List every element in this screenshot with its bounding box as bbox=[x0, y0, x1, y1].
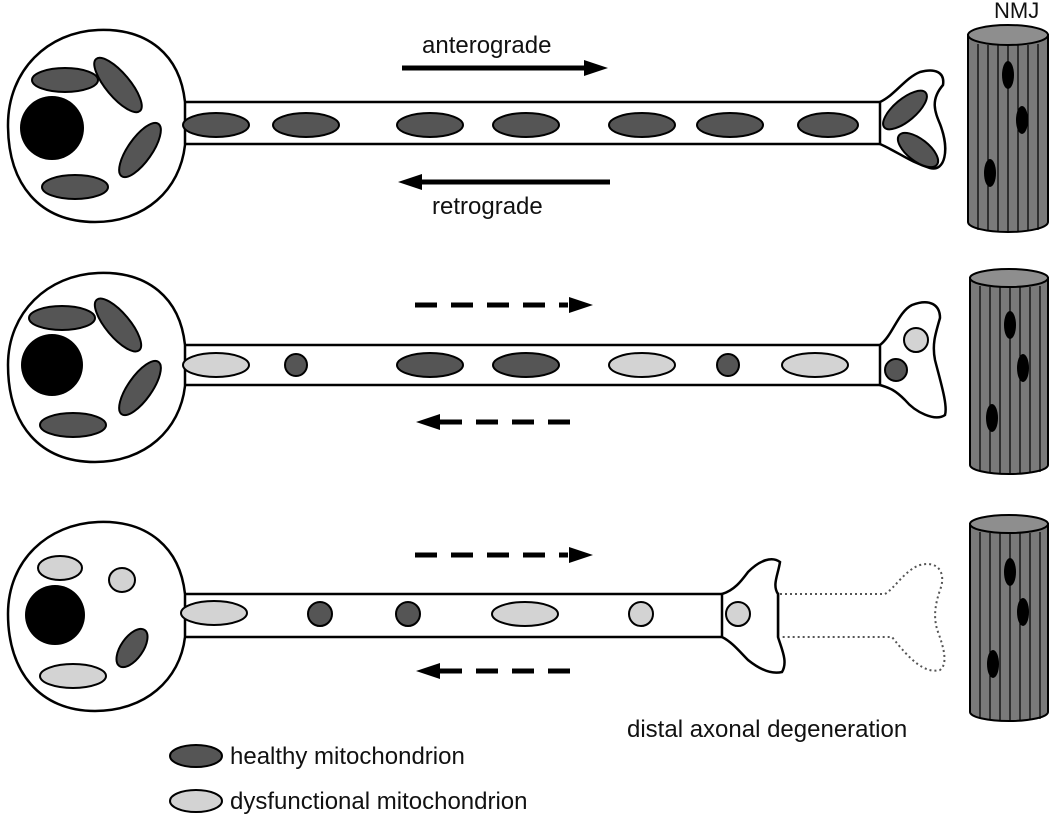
legend: healthy mitochondrion dysfunctional mito… bbox=[169, 743, 528, 815]
anterograde-arrow-dashed bbox=[415, 547, 593, 563]
dysfunctional-mitochondrion bbox=[108, 567, 136, 593]
neuron-row-healthy bbox=[6, 28, 947, 224]
healthy-mitochondrion bbox=[797, 112, 859, 138]
legend-healthy-label: healthy mitochondrion bbox=[230, 743, 465, 770]
healthy-mitochondrion bbox=[118, 359, 162, 417]
muscle-fiber bbox=[969, 268, 1049, 475]
neuron-row-impaired bbox=[6, 271, 947, 464]
healthy-mitochondrion bbox=[396, 352, 464, 378]
muscle-nucleus bbox=[986, 404, 998, 432]
healthy-mitochondrion bbox=[307, 601, 333, 627]
muscle-nucleus bbox=[1004, 311, 1016, 339]
axon-terminal bbox=[720, 558, 786, 674]
muscle-fiber bbox=[969, 514, 1049, 722]
healthy-mitochondrion bbox=[41, 174, 109, 200]
healthy-mitochondrion bbox=[28, 305, 96, 331]
muscle-nucleus bbox=[1002, 61, 1014, 89]
retrograde-label: retrograde bbox=[432, 193, 543, 220]
dysfunctional-mitochondrion bbox=[628, 601, 654, 627]
healthy-mitochondrion bbox=[93, 297, 143, 353]
healthy-mitochondrion bbox=[39, 412, 107, 438]
muscle-nucleus bbox=[1017, 598, 1029, 626]
nucleus bbox=[25, 585, 85, 645]
retrograde-arrow-dashed bbox=[416, 663, 578, 679]
dysfunctional-mitochondrion bbox=[608, 352, 676, 378]
healthy-mitochondrion bbox=[396, 112, 464, 138]
muscle-nucleus bbox=[987, 650, 999, 678]
healthy-mitochondrion bbox=[492, 352, 560, 378]
anterograde-arrow bbox=[402, 60, 608, 76]
anterograde-arrow-dashed bbox=[415, 297, 593, 313]
neuron-row-degenerating bbox=[6, 520, 946, 713]
healthy-mitochondrion bbox=[93, 56, 143, 114]
healthy-mitochondrion bbox=[31, 67, 99, 93]
healthy-mitochondrion bbox=[182, 112, 250, 138]
retrograde-arrow bbox=[398, 174, 610, 190]
muscle-nucleus bbox=[1017, 354, 1029, 382]
nucleus bbox=[21, 334, 83, 396]
anterograde-label: anterograde bbox=[422, 32, 551, 59]
axon-terminal bbox=[878, 301, 947, 419]
healthy-mitochondrion bbox=[896, 131, 940, 169]
healthy-mitochondrion bbox=[492, 112, 560, 138]
distal-degeneration-label: distal axonal degeneration bbox=[627, 716, 907, 743]
nucleus bbox=[20, 96, 84, 160]
healthy-mitochondrion bbox=[118, 121, 162, 179]
healthy-mitochondrion bbox=[284, 353, 308, 377]
healthy-mitochondrion bbox=[608, 112, 676, 138]
healthy-mitochondrion bbox=[696, 112, 764, 138]
muscle-nucleus bbox=[1016, 106, 1028, 134]
muscle-nucleus bbox=[984, 159, 996, 187]
axon bbox=[164, 592, 780, 639]
legend-dysfunctional-label: dysfunctional mitochondrion bbox=[230, 788, 528, 815]
retrograde-arrow-dashed bbox=[416, 414, 578, 430]
muscle-fiber bbox=[967, 24, 1049, 233]
healthy-mitochondrion bbox=[115, 627, 149, 669]
muscle-nucleus bbox=[1004, 558, 1016, 586]
nmj-label: NMJ bbox=[994, 0, 1039, 23]
dysfunctional-mitochondrion bbox=[39, 663, 107, 689]
dysfunctional-mitochondrion bbox=[180, 600, 248, 626]
healthy-mitochondrion bbox=[395, 601, 421, 627]
dysfunctional-mitochondrion bbox=[903, 327, 929, 353]
dysfunctional-mitochondrion bbox=[725, 601, 751, 627]
dysfunctional-mitochondrion bbox=[182, 352, 250, 378]
healthy-mitochondrion bbox=[272, 112, 340, 138]
legend-healthy-swatch bbox=[169, 744, 223, 768]
dysfunctional-mitochondrion bbox=[37, 555, 83, 581]
degenerated-axon-outline bbox=[780, 563, 946, 672]
legend-dysfunctional-swatch bbox=[169, 789, 223, 813]
healthy-mitochondrion bbox=[884, 358, 908, 382]
healthy-mitochondrion bbox=[882, 89, 928, 131]
dysfunctional-mitochondrion bbox=[491, 601, 559, 627]
dysfunctional-mitochondrion bbox=[781, 352, 849, 378]
healthy-mitochondrion bbox=[716, 353, 740, 377]
